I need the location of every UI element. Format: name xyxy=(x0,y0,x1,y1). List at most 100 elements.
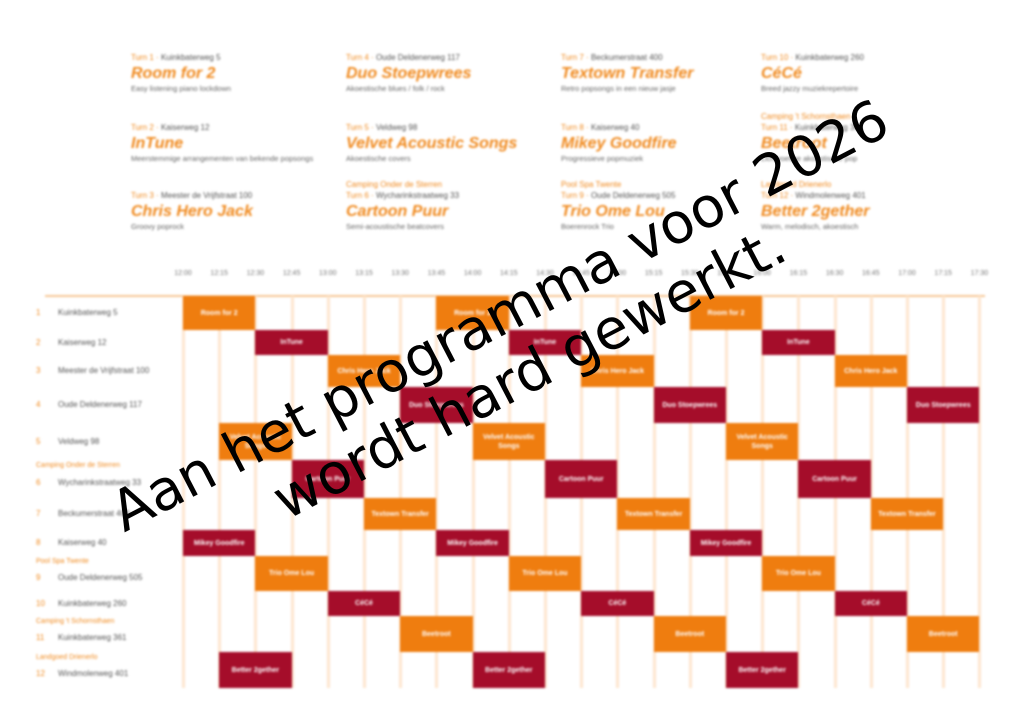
act-description: Groovy poprock xyxy=(131,222,184,231)
grid-line xyxy=(616,296,620,688)
time-label: 14:45 xyxy=(572,270,590,277)
performance-block[interactable]: Textown Transfer xyxy=(870,498,944,530)
performance-block[interactable]: CéCé xyxy=(581,591,654,616)
act-description: Semi-acoustische beatcovers xyxy=(346,222,444,231)
performance-block[interactable]: Beetroot xyxy=(907,616,980,652)
performance-block[interactable]: InTune xyxy=(762,330,835,355)
act-address: Meester de Vrijfstraat 100 xyxy=(160,191,253,200)
performance-block[interactable]: Room for 2 xyxy=(436,296,509,330)
act-turn: Turn 6 · Wycharinkstraatweg 33 xyxy=(346,190,546,201)
performance-block[interactable]: Room for 2 xyxy=(689,296,763,330)
row-address: Veldweg 98 xyxy=(58,436,100,446)
performance-block[interactable]: CéCé xyxy=(834,591,907,616)
act-turn-number: Turn 1 · xyxy=(131,53,159,62)
act-description: Akoestische covers xyxy=(346,154,411,163)
act-venue: Camping Onder de Sterren xyxy=(346,180,443,189)
row-address: Kuinkbaterweg 260 xyxy=(58,598,127,608)
performance-block[interactable]: Duo Stoepwrees xyxy=(907,387,980,423)
act-description: Akoestische blues / folk / rock xyxy=(346,84,445,93)
act-turn-number: Turn 11 · xyxy=(761,123,793,132)
performance-block[interactable]: InTune xyxy=(255,330,328,355)
row-address: Kuinkbaterweg 5 xyxy=(58,308,118,317)
act-title: Trio Ome Lou xyxy=(561,203,665,220)
performance-block[interactable]: Chris Hero Jack xyxy=(581,355,654,387)
performance-block[interactable]: Beetroot xyxy=(400,616,473,652)
time-label: 13:45 xyxy=(427,270,446,277)
performance-block[interactable]: Better 2gether xyxy=(219,652,292,688)
row-venue: Camping 't Schornsthaen xyxy=(36,618,115,625)
performance-block[interactable]: Chris Hero Jack xyxy=(327,355,401,387)
act-turn: Turn 1 · Kuinkbaterweg 5 xyxy=(131,52,331,63)
performance-block[interactable]: Duo Stoepwrees xyxy=(400,387,473,423)
performance-block[interactable]: Velvet Acoustic Songs xyxy=(472,423,545,460)
time-label: 16:30 xyxy=(825,270,844,277)
row-venue: Landgoed Drienerlo xyxy=(36,654,98,661)
performance-block[interactable]: Mikey Goodfire xyxy=(689,530,763,556)
performance-block[interactable]: Textown Transfer xyxy=(364,498,437,530)
act-address: Kaiserweg 40 xyxy=(590,123,640,132)
act-description: Breed jazzy muziekrepertoire xyxy=(761,84,859,93)
performance-block[interactable]: InTune xyxy=(508,330,582,355)
performance-block[interactable]: Better 2gether xyxy=(472,652,545,688)
row-number: 1 xyxy=(36,308,41,317)
row-address: Windmolenweg 401 xyxy=(58,669,129,678)
act-title: InTune xyxy=(131,135,184,152)
row-venue: Pool Spa Twente xyxy=(36,558,89,565)
time-label: 12:00 xyxy=(174,270,192,277)
act-title: Mikey Goodfire xyxy=(561,135,677,152)
performance-block[interactable]: Better 2gether xyxy=(726,652,799,688)
grid-line xyxy=(652,296,656,688)
act-turn-number: Turn 10 · xyxy=(761,53,794,62)
row-number: 5 xyxy=(36,436,41,446)
row-number: 2 xyxy=(36,337,41,347)
grid-line xyxy=(471,296,475,688)
act-entry: Turn 5 · Veldweg 98 Velvet Acoustic Songs… xyxy=(346,122,546,164)
performance-block[interactable]: Cartoon Puur xyxy=(545,460,618,498)
performance-block[interactable]: Velvet Acoustic Songs xyxy=(219,423,292,460)
performance-block[interactable]: Duo Stoepwrees xyxy=(653,387,726,423)
time-label: 16:00 xyxy=(753,270,771,277)
act-turn-number: Turn 3 · xyxy=(131,191,159,200)
act-turn: Turn 5 · Veldweg 98 xyxy=(346,122,546,133)
time-label: 16:45 xyxy=(862,270,880,277)
act-venue: Camping 't Schornsthaen xyxy=(761,112,851,121)
row-address: Meester de Vrijfstraat 100 xyxy=(58,366,150,375)
performance-block[interactable]: Mikey Goodfire xyxy=(183,530,256,556)
row-address: Kaiserweg 12 xyxy=(58,337,107,347)
act-turn: Turn 3 · Meester de Vrijfstraat 100 xyxy=(131,190,331,201)
act-title: Velvet Acoustic Songs xyxy=(346,135,518,152)
performance-block[interactable]: Velvet Acoustic Songs xyxy=(726,423,799,460)
performance-block[interactable]: Mikey Goodfire xyxy=(436,530,509,556)
act-address: Oude Deldenerweg 505 xyxy=(590,191,676,200)
row-label: 1 Kuinkbaterweg 5 xyxy=(36,308,118,317)
row-address: Oude Deldenerweg 505 xyxy=(58,572,143,582)
performance-block[interactable]: Cartoon Puur xyxy=(798,460,871,498)
act-address: Veldweg 98 xyxy=(375,123,418,132)
performance-block[interactable]: Trio Ome Lou xyxy=(255,556,328,591)
act-address: Windmolenweg 401 xyxy=(795,191,866,200)
performance-block[interactable]: Trio Ome Lou xyxy=(508,556,582,591)
act-title: Room for 2 xyxy=(131,65,216,82)
performance-block[interactable]: CéCé xyxy=(327,591,401,616)
time-label: 12:15 xyxy=(210,270,228,277)
time-label: 15:15 xyxy=(644,270,663,277)
act-description: Progressieve popmuziek xyxy=(561,154,644,163)
performance-block[interactable]: Room for 2 xyxy=(183,296,256,330)
time-label: 12:30 xyxy=(246,270,265,277)
performance-block[interactable]: Textown Transfer xyxy=(617,498,690,530)
act-description: Boerenrock Trio xyxy=(561,222,614,231)
timetable-header-line xyxy=(45,295,985,297)
performance-block[interactable]: Trio Ome Lou xyxy=(762,556,835,591)
performance-block[interactable]: Chris Hero Jack xyxy=(834,355,907,387)
performance-block[interactable]: Cartoon Puur xyxy=(291,460,364,498)
performance-block[interactable]: Beetroot xyxy=(653,616,726,652)
act-turn-number: Turn 9 · xyxy=(561,191,589,200)
grid-line xyxy=(942,296,946,688)
